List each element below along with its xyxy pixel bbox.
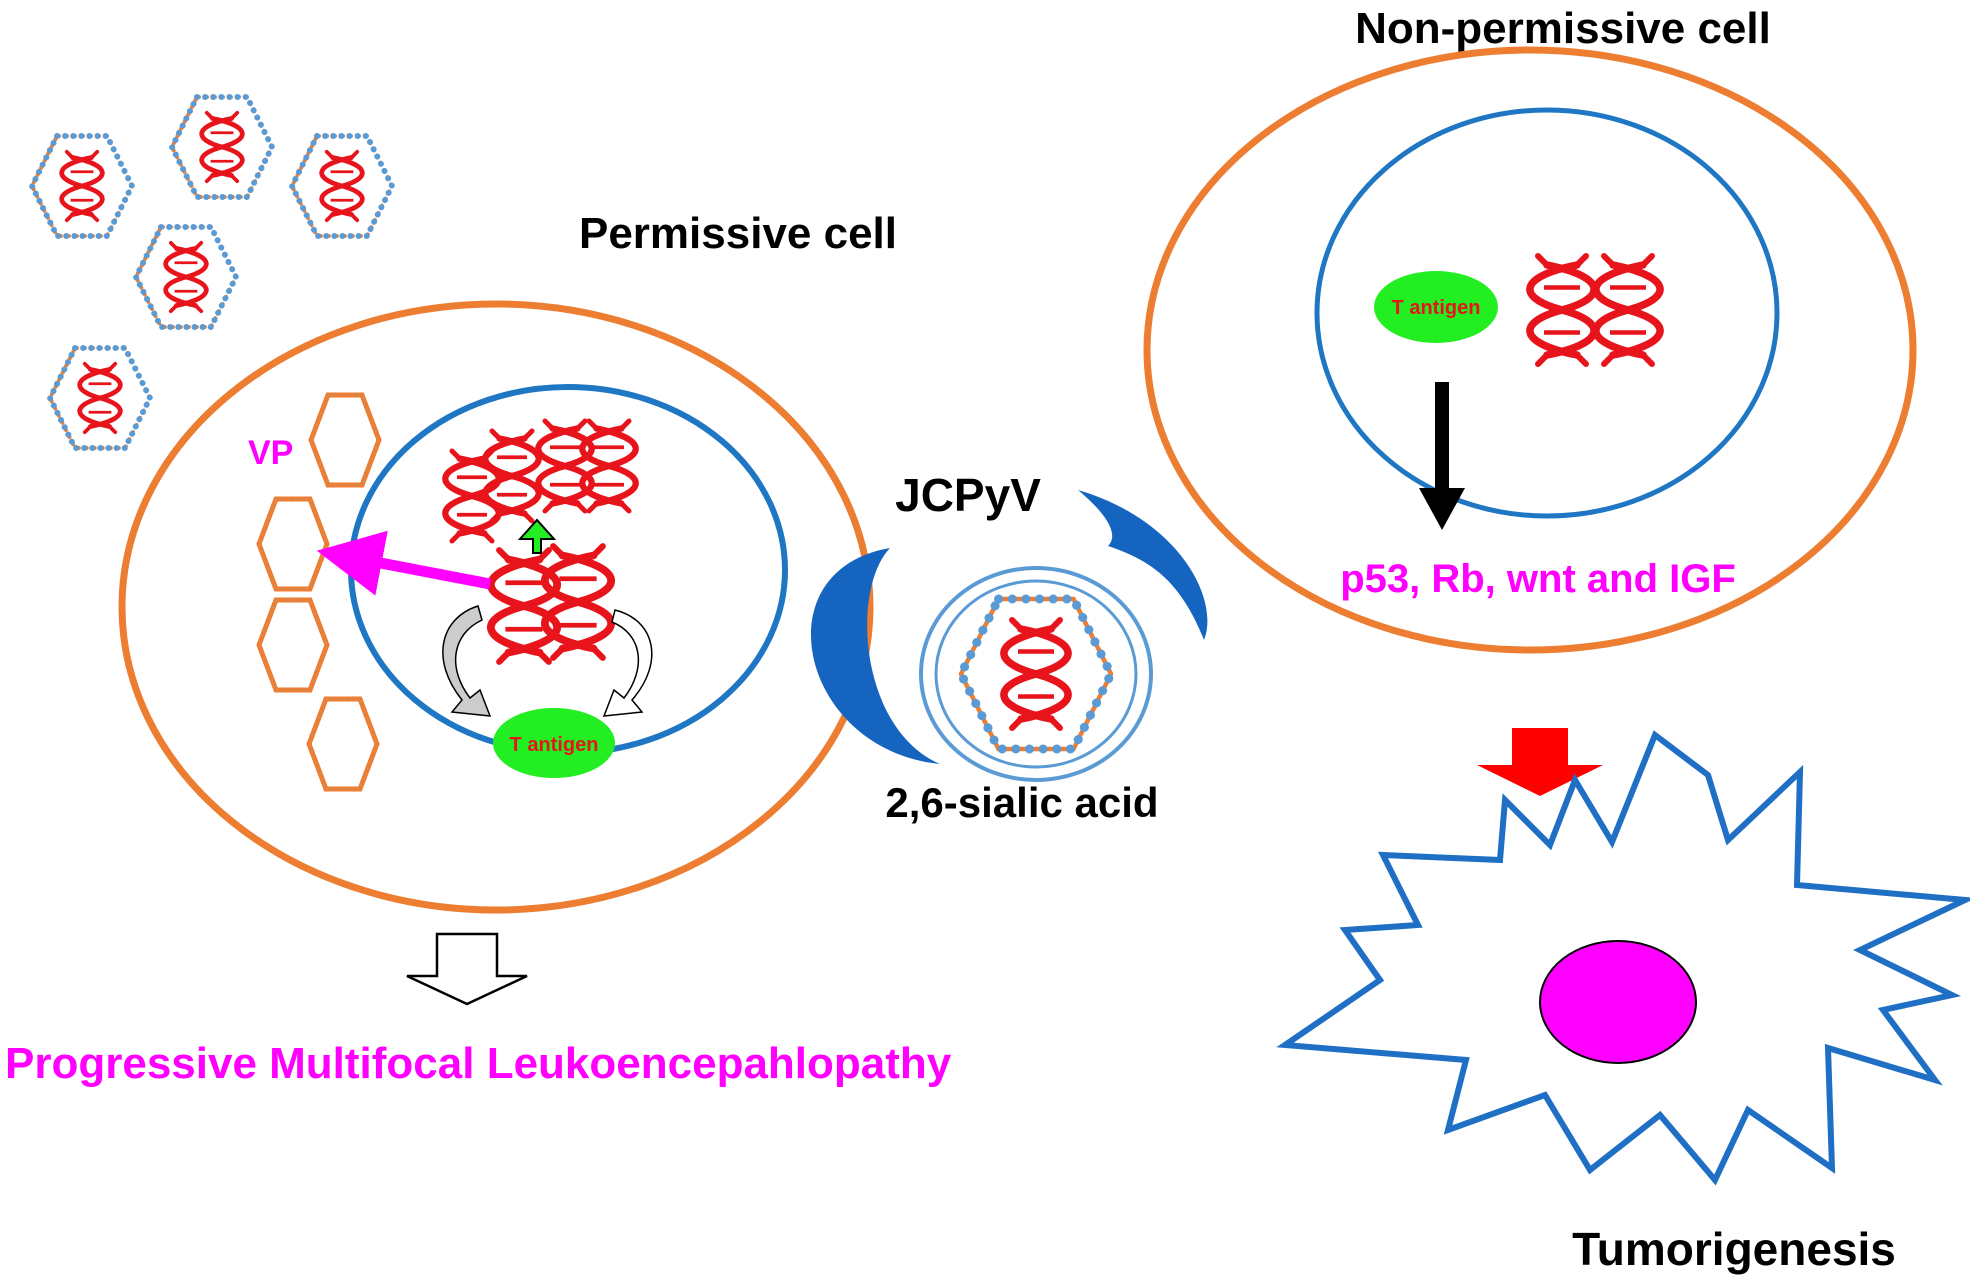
dna-icon [1596,256,1660,364]
tumorigenesis-label: Tumorigenesis [1572,1223,1896,1275]
receptor-left [810,548,940,764]
non-permissive-cell-nucleus [1314,107,1780,519]
tumor-arrow-icon [1477,728,1603,796]
dna-icon [582,421,635,511]
dna-icon [1530,256,1594,364]
dna-icon [545,546,611,658]
tumor-nucleus [1539,940,1697,1064]
virion-icon [32,136,132,236]
replication-arrow-icon [517,518,557,554]
vp-label: VP [248,434,293,472]
entering-virion-icon [955,594,1117,754]
capsid-icon [259,499,327,589]
pml-arrow-icon [406,932,528,1006]
t-antigen-left [493,708,615,778]
virion-icon [136,227,236,327]
non-permissive-cell-membrane [1143,46,1917,654]
virion-icon [172,97,272,197]
jcpyv-label: JCPyV [895,469,1041,521]
vp-expression-arrow-icon [316,530,492,596]
virion-envelope-inner [934,579,1138,769]
integrated-dna [1530,256,1660,364]
pathways-label: p53, Rb, wnt and IGF [1340,557,1736,601]
receptor-right [1078,490,1208,640]
t-antigen-left-label: T antigen [510,734,599,756]
cycle-arrow-left-icon [442,605,492,717]
capsid-icon [259,600,327,690]
sialic-acid-label: 2,6-sialic acid [885,779,1158,826]
capsid-icon [311,395,379,485]
dna-icon [538,421,591,511]
pml-label: Progressive Multifocal Leukoencepahlopat… [5,1039,952,1088]
permissive-cell-membrane [118,300,874,914]
permissive-cell-title: Permissive cell [579,209,897,258]
t-antigen-right-label: T antigen [1392,297,1481,319]
t-antigen-right [1374,271,1498,343]
virion-icon [292,136,392,236]
non-permissive-cell-title: Non-permissive cell [1355,4,1771,53]
pathway-arrow-icon [1419,382,1465,530]
virion-envelope-outer [919,566,1153,782]
virion-icon [50,348,150,448]
capsid-icon [309,699,377,789]
dna-icon [491,550,557,662]
cycle-arrow-right-icon [602,609,653,717]
